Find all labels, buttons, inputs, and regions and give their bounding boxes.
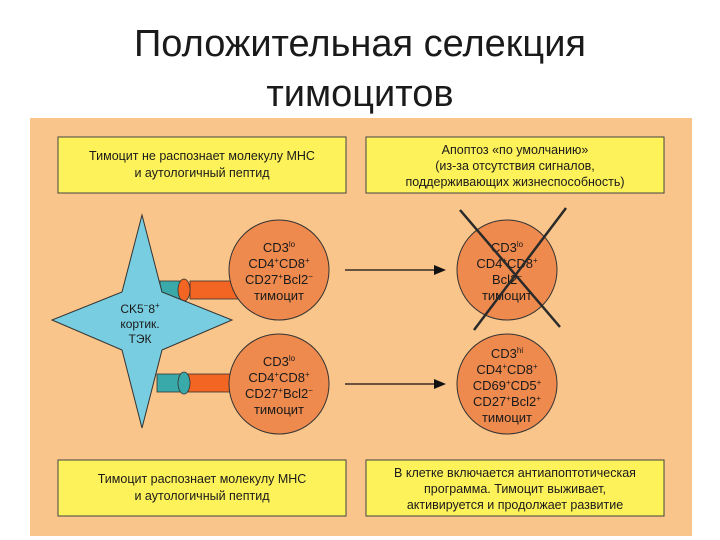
cell-br-line-1: CD3hi (491, 346, 523, 361)
cell-br-line-4: CD27+Bcl2+ (473, 394, 541, 409)
bottom-receptor (156, 371, 243, 395)
cell-br-line-2: CD4+CD8+ (476, 362, 538, 377)
top-right-box-line-2: (из-за отсутствия сигналов, (435, 159, 595, 173)
cell-tr-line-1: CD3lo (491, 240, 524, 255)
bottom-left-box (57, 459, 347, 517)
bottom-peptide (177, 371, 191, 395)
cell-tr-line-4: тимоцит (482, 288, 532, 303)
thymocyte-bottom-left (228, 333, 330, 435)
cell-br-line-5: тимоцит (482, 410, 532, 425)
bottom-right-box-line-1: В клетке включается антиапоптотическая (394, 466, 636, 480)
top-right-box (365, 136, 665, 194)
cell-bl-line-3: CD27+Bcl2− (245, 386, 313, 401)
apoptosis-cross-line-1 (459, 209, 561, 328)
thymocyte-top-left (228, 219, 330, 321)
top-arrow-head (434, 265, 446, 275)
cell-tl-line-1: CD3lo (263, 240, 296, 255)
cell-bl-line-1: CD3lo (263, 354, 296, 369)
cortical-tec-star (50, 213, 234, 429)
bottom-left-box-line-2: и аутологичный пептид (134, 489, 270, 503)
cell-tl-line-4: тимоцит (254, 288, 304, 303)
star-label-line-3: ТЭК (129, 332, 152, 346)
cell-tr-line-3: Bcl2− (492, 272, 522, 287)
star-label-line-2: кортик. (120, 317, 159, 331)
bottom-right-box-line-2: программа. Тимоцит выживает, (424, 482, 606, 496)
thymocyte-bottom-right (456, 333, 558, 435)
cell-br-line-3: CD69+CD5+ (473, 378, 542, 393)
bottom-right-box-line-3: активируется и продолжает развитие (407, 498, 623, 512)
top-right-box-line-1: Апоптоз «по умолчанию» (442, 143, 589, 157)
slide-title-line-2: тимоцитов (266, 73, 454, 115)
cell-tl-line-2: CD4+CD8+ (248, 256, 310, 271)
slide-title-line-1: Положительная селекция (133, 23, 586, 65)
cell-bl-line-4: тимоцит (254, 402, 304, 417)
cell-bl-line-2: CD4+CD8+ (248, 370, 310, 385)
star-label-line-1: CK5−8+ (120, 301, 160, 316)
top-left-box (57, 136, 347, 194)
top-peptide (177, 278, 191, 302)
cell-tl-line-3: CD27+Bcl2− (245, 272, 313, 287)
top-left-box-line-2: и аутологичный пептид (134, 166, 270, 180)
top-left-box-line-1: Тимоцит не распознает молекулу МНС (89, 149, 315, 163)
bottom-left-box-line-1: Тимоцит распознает молекулу МНС (98, 472, 307, 486)
bottom-arrow-head (434, 379, 446, 389)
bottom-right-box (365, 459, 665, 517)
top-right-box-line-3: поддерживающих жизнеспособность) (405, 175, 624, 189)
apoptosis-cross-line-2 (473, 207, 567, 331)
